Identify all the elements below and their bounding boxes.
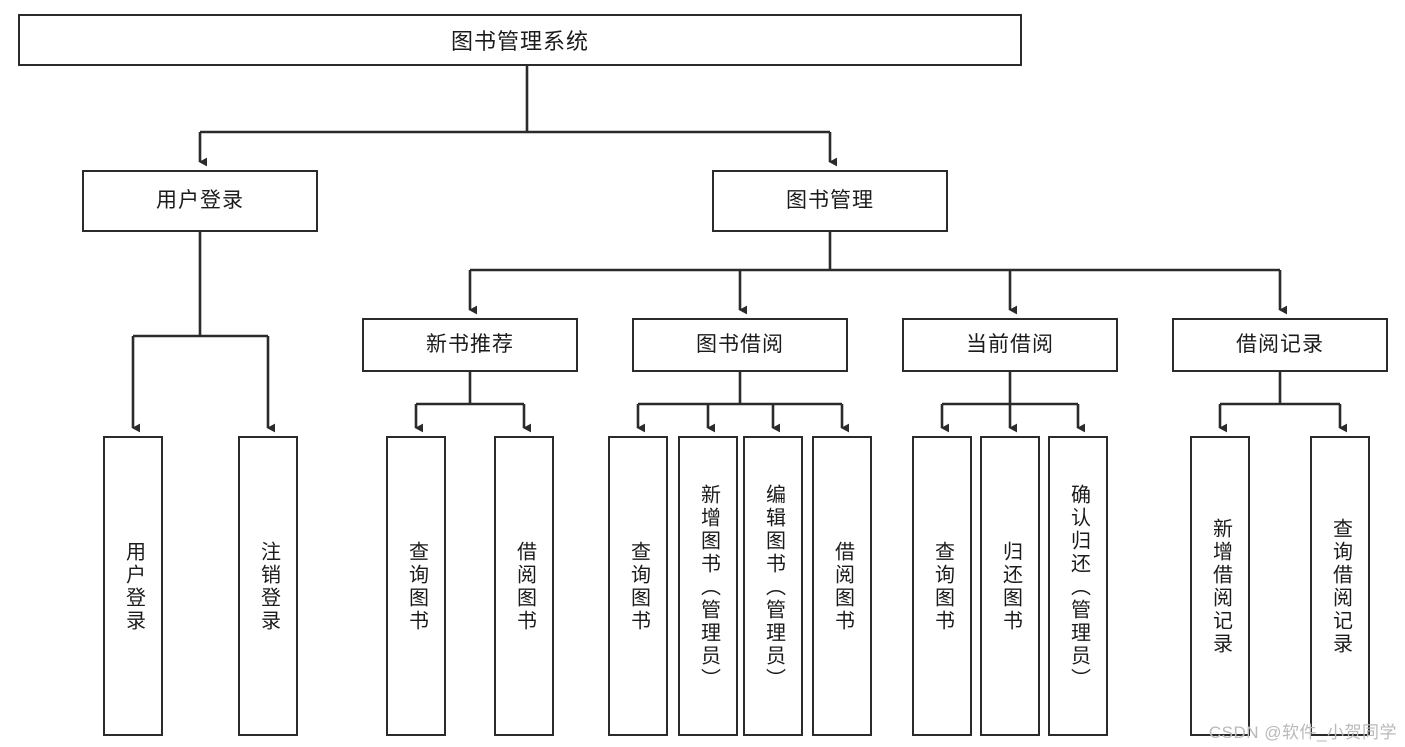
node-label: 图书管理 (786, 189, 874, 213)
leaf-inner: 借阅图书 (496, 440, 552, 734)
node-label: 查询图书 (405, 541, 428, 633)
node-label: 归还图书 (999, 541, 1022, 633)
node-label: 注销登录 (257, 541, 280, 633)
node-book-borrow[interactable]: 图书借阅 (632, 318, 848, 372)
leaf-borrow-add-book-admin[interactable]: 新增图书（管理员） (678, 436, 738, 736)
node-label: 借阅记录 (1236, 333, 1324, 357)
leaf-inner: 新增图书（管理员） (680, 440, 736, 734)
leaf-borrow-borrow-book[interactable]: 借阅图书 (812, 436, 872, 736)
node-label: 借阅图书 (831, 541, 854, 633)
leaf-inner: 确认归还（管理员） (1050, 440, 1106, 734)
leaf-inner: 借阅图书 (814, 440, 870, 734)
leaf-inner: 用户登录 (105, 440, 161, 734)
node-label: 图书管理系统 (450, 29, 589, 54)
leaf-inner: 查询图书 (388, 440, 444, 734)
leaf-recommend-borrow-book[interactable]: 借阅图书 (494, 436, 554, 736)
leaf-record-add-borrow-record[interactable]: 新增借阅记录 (1190, 436, 1250, 736)
node-label: 查询图书 (931, 541, 954, 633)
node-label: 新增借阅记录 (1209, 518, 1232, 656)
leaf-current-return-book[interactable]: 归还图书 (980, 436, 1040, 736)
node-book-management[interactable]: 图书管理 (712, 170, 948, 232)
leaf-recommend-query-book[interactable]: 查询图书 (386, 436, 446, 736)
node-label: 当前借阅 (966, 333, 1054, 357)
leaf-inner: 查询图书 (610, 440, 666, 734)
node-label: 新增图书（管理员） (697, 483, 720, 691)
leaf-user-login[interactable]: 用户登录 (103, 436, 163, 736)
leaf-inner: 新增借阅记录 (1192, 440, 1248, 734)
node-new-book-recommend[interactable]: 新书推荐 (362, 318, 578, 372)
node-label: 编辑图书（管理员） (762, 483, 785, 691)
node-borrow-record[interactable]: 借阅记录 (1172, 318, 1388, 372)
node-label: 借阅图书 (513, 541, 536, 633)
node-label: 用户登录 (156, 189, 244, 213)
node-current-borrow[interactable]: 当前借阅 (902, 318, 1118, 372)
node-root-system[interactable]: 图书管理系统 (18, 14, 1022, 66)
node-label: 确认归还（管理员） (1067, 483, 1090, 691)
leaf-borrow-query-book[interactable]: 查询图书 (608, 436, 668, 736)
csdn-watermark: CSDN @软件_小贺同学 (1208, 723, 1397, 742)
leaf-borrow-edit-book-admin[interactable]: 编辑图书（管理员） (743, 436, 803, 736)
node-label: 查询借阅记录 (1329, 518, 1352, 656)
leaf-inner: 编辑图书（管理员） (745, 440, 801, 734)
node-label: 用户登录 (122, 541, 145, 633)
leaf-current-query-book[interactable]: 查询图书 (912, 436, 972, 736)
leaf-inner: 归还图书 (982, 440, 1038, 734)
node-label: 图书借阅 (696, 333, 784, 357)
leaf-current-confirm-return-admin[interactable]: 确认归还（管理员） (1048, 436, 1108, 736)
leaf-record-query-borrow-record[interactable]: 查询借阅记录 (1310, 436, 1370, 736)
node-label: 查询图书 (627, 541, 650, 633)
leaf-inner: 注销登录 (240, 440, 296, 734)
node-label: 新书推荐 (426, 333, 514, 357)
leaf-inner: 查询图书 (914, 440, 970, 734)
leaf-logout[interactable]: 注销登录 (238, 436, 298, 736)
leaf-inner: 查询借阅记录 (1312, 440, 1368, 734)
node-user-login[interactable]: 用户登录 (82, 170, 318, 232)
